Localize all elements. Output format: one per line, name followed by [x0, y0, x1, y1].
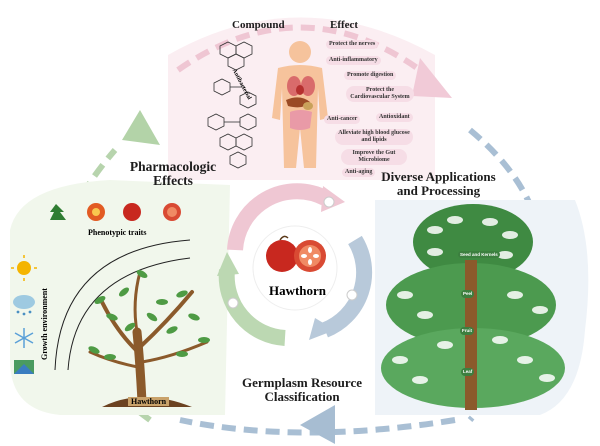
phenotype-icons: [50, 203, 181, 221]
growth-environment-label: Growth environment: [40, 288, 49, 360]
effect-antioxidant: Antioxidant: [376, 113, 413, 122]
pharmacologic-effects-title: Pharmacologic Effects: [129, 159, 217, 189]
effect-promote-digestion: Promote digestion: [344, 71, 397, 80]
trunk-label: Hawthorn: [128, 397, 170, 406]
effect-anti-aging: Anti-aging: [342, 168, 376, 177]
blue-bottom-arrow: [179, 417, 456, 436]
effect-anti-cancer: Anti-cancer: [324, 115, 361, 124]
environment-icons: [11, 255, 37, 374]
phenotypic-traits-label: Phenotypic traits: [88, 228, 147, 237]
effect-label: Effect: [330, 19, 359, 31]
germplasm-tree: [88, 270, 210, 407]
germplasm-panel: [10, 180, 230, 415]
leaf-icon: [50, 204, 66, 220]
pink-arrowhead: [412, 58, 452, 98]
phenotype-arc: [54, 239, 191, 371]
node-fruit: Fruit: [460, 327, 474, 335]
blue-arrowhead: [300, 405, 335, 444]
germplasm-title: Germplasm Resource Classification: [242, 375, 362, 404]
effect-gut-microbiome: Improve the Gut Microbiome: [341, 149, 407, 165]
applications-title: Diverse Applications and Processing: [381, 169, 496, 198]
human-body-icon: [272, 41, 328, 168]
applications-tree: [381, 204, 565, 410]
node-peel: Peel: [461, 290, 475, 298]
node-leaf: Leaf: [461, 368, 475, 376]
center-title: Hawthorn: [268, 283, 327, 298]
effect-anti-inflammatory: Anti-inflammatory: [326, 56, 381, 65]
effect-blood-glucose: Alleviate high blood glucose and lipids: [335, 129, 413, 145]
green-arrowhead: [122, 110, 160, 145]
effect-cardiovascular: Protect the Cardiovascular System: [346, 86, 414, 102]
node-seed-kernels: Seed and Kernels: [458, 251, 500, 258]
pink-cycle-arrow: [176, 24, 422, 73]
effect-protect-nerves: Protect the nerves: [326, 40, 379, 49]
compound-label: Compound: [232, 19, 285, 31]
compound-structures: [207, 41, 257, 169]
hawthorn-fruit-icon: [266, 235, 326, 272]
